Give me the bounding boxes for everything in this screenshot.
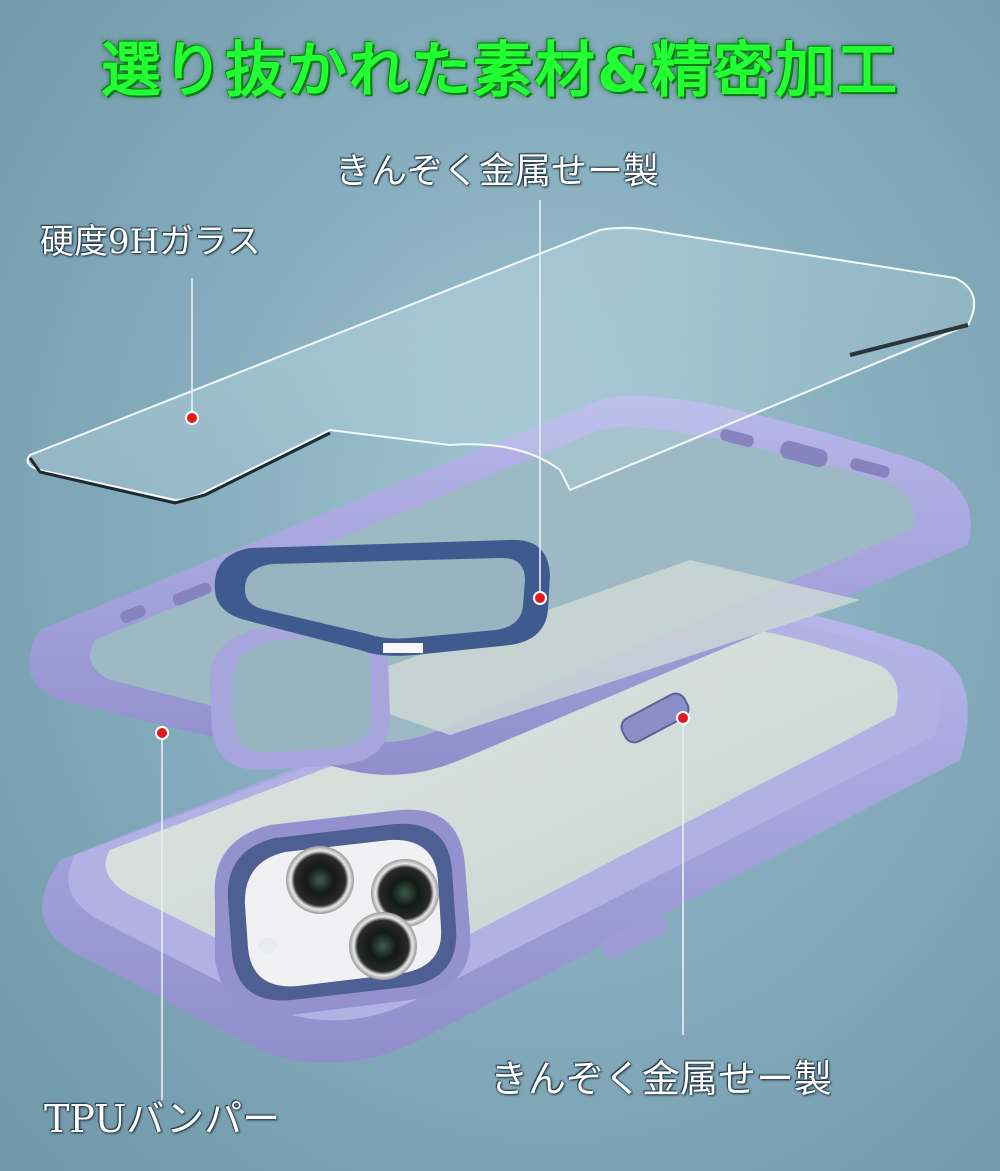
- marker-glass: [185, 411, 199, 425]
- bumper-slot-2: [172, 582, 212, 606]
- label-bumper: TPUバンパー: [44, 1097, 281, 1141]
- metal-side-button: [620, 692, 690, 744]
- bumper-slot-1: [120, 605, 146, 623]
- assembled-case: [42, 605, 968, 1063]
- bumper-slot-3: [720, 428, 754, 448]
- camera-lens-2: [371, 859, 439, 927]
- camera-lens-1: [286, 846, 354, 914]
- metal-ring-highlight: [383, 643, 423, 653]
- bumper-opening-glass-view: [320, 560, 860, 735]
- label-top-metal: きんぞく金属せー製: [335, 151, 660, 192]
- marker-top-metal: [533, 591, 547, 605]
- leader-lines: [161, 200, 684, 1100]
- glass-back-panel: [26, 226, 976, 505]
- camera-lens-3: [349, 912, 417, 980]
- marker-bumper: [155, 726, 169, 740]
- glass-edge-right: [849, 323, 969, 357]
- metal-camera-ring-hole: [244, 557, 525, 639]
- camera-flash: [258, 937, 278, 953]
- marker-side-button: [676, 711, 690, 725]
- side-button-lower: [602, 913, 668, 959]
- headline: 選り抜かれた素材&精密加工: [100, 36, 900, 106]
- bumper-slot-5: [850, 458, 890, 478]
- label-glass: 硬度9Hガラス: [40, 222, 261, 262]
- bumper-camera-opening-inner: [231, 633, 372, 753]
- bumper-slot-4: [780, 440, 828, 468]
- glass-edge-dark: [28, 431, 331, 505]
- metal-camera-ring: [214, 539, 550, 656]
- markers: [155, 411, 690, 740]
- label-side-metal: きんぞく金属せー製: [490, 1057, 833, 1101]
